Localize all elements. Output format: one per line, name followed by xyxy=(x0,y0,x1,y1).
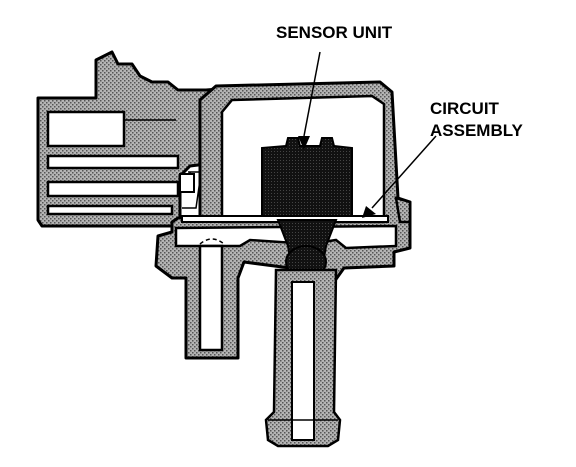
connector-housing xyxy=(36,50,234,228)
sensor-unit-leader xyxy=(303,51,321,137)
circuit-assembly-arrow xyxy=(362,206,376,218)
connector-slot-bottom xyxy=(46,180,180,198)
reference-port xyxy=(198,244,224,352)
connector-slot-top xyxy=(46,110,126,148)
label-sensor-unit: SENSOR UNIT xyxy=(276,23,393,42)
label-circuit-line2: ASSEMBLY xyxy=(430,121,524,140)
vacuum-pipe xyxy=(264,268,342,448)
sensor-unit-arrow xyxy=(298,136,310,150)
label-circuit-line1: CIRCUIT xyxy=(430,99,500,118)
circuit-assembly-leader xyxy=(371,135,437,209)
connector-slot-middle xyxy=(46,154,180,170)
